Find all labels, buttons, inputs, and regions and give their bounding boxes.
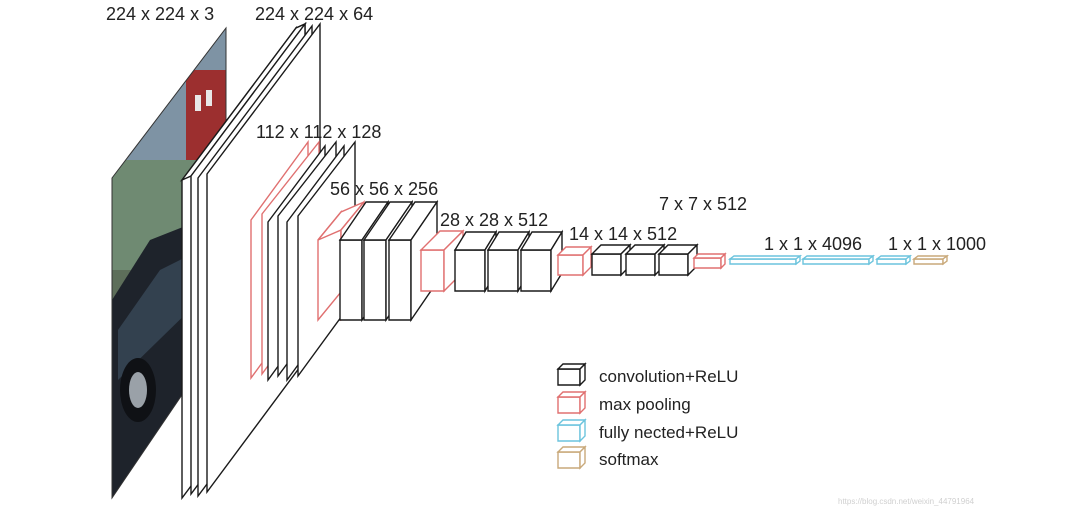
watermark: https://blog.csdn.net/weixin_44791964 [838, 497, 975, 506]
label-softmax: 1 x 1 x 1000 [888, 234, 986, 254]
block5-layers [556, 243, 699, 277]
label-pool5: 7 x 7 x 512 [659, 194, 747, 214]
label-block1: 224 x 224 x 64 [255, 4, 373, 24]
label-fc: 1 x 1 x 4096 [764, 234, 862, 254]
legend-softmax-label: softmax [599, 450, 659, 469]
legend-pool-label: max pooling [599, 395, 691, 414]
block3-layers [317, 199, 439, 323]
label-block3: 56 x 56 x 256 [330, 179, 438, 199]
legend-fc-icon [556, 418, 587, 443]
label-block4: 28 x 28 x 512 [440, 210, 548, 230]
legend: convolution+ReLU max pooling fully necte… [556, 362, 738, 470]
label-block5: 14 x 14 x 512 [569, 224, 677, 244]
pool5-layer [692, 252, 727, 270]
softmax-layer [911, 254, 950, 266]
legend-conv-label: convolution+ReLU [599, 367, 738, 386]
fc-layers [727, 254, 913, 266]
block4-layers [419, 229, 564, 294]
legend-pool-icon [556, 390, 587, 415]
legend-conv-icon [556, 362, 587, 387]
label-block2: 112 x 112 x 128 [256, 122, 381, 142]
legend-fc-label: fully nected+ReLU [599, 423, 738, 442]
legend-softmax-icon [556, 445, 587, 470]
label-input: 224 x 224 x 3 [106, 4, 214, 24]
